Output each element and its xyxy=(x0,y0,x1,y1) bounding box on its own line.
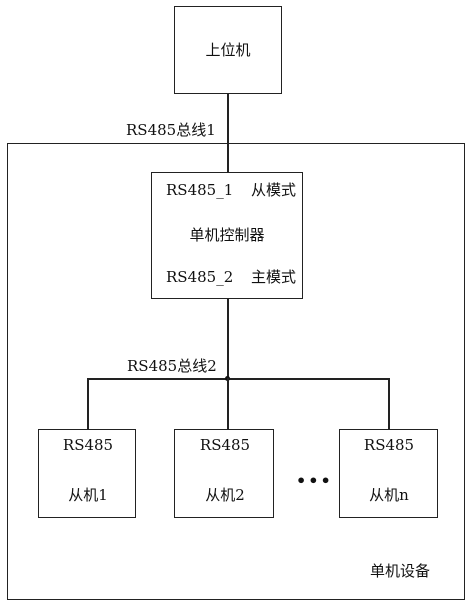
slave1-box xyxy=(38,429,136,518)
slave1-drop-line xyxy=(87,378,89,429)
bus2-trunk-line xyxy=(227,299,229,429)
controller-port1-mode: 从模式 xyxy=(251,181,297,199)
slave2-port: RS485 xyxy=(199,436,251,454)
slave1-port: RS485 xyxy=(62,436,114,454)
slave2-name: 从机2 xyxy=(205,486,245,504)
controller-port2: RS485_2 xyxy=(166,268,234,286)
slave2-box xyxy=(174,429,274,518)
bus1-label: RS485总线1 xyxy=(126,121,216,139)
controller-port2-mode: 主模式 xyxy=(251,268,297,286)
slave2-drop-line xyxy=(227,378,229,429)
controller-port1: RS485_1 xyxy=(166,181,234,199)
host-computer-box xyxy=(174,6,282,94)
slaven-name: 从机n xyxy=(369,486,409,504)
slaven-drop-line xyxy=(388,378,390,429)
slaven-port: RS485 xyxy=(363,436,415,454)
slaven-box xyxy=(339,429,438,518)
controller-name: 单机控制器 xyxy=(189,226,265,244)
bus2-horizontal-line xyxy=(87,378,388,380)
controller-box xyxy=(151,172,303,299)
device-container-label: 单机设备 xyxy=(370,562,431,580)
bus2-label: RS485总线2 xyxy=(127,357,217,375)
slave1-name: 从机1 xyxy=(68,486,108,504)
more-slaves-ellipsis: ••• xyxy=(296,471,333,490)
bus1-line xyxy=(227,94,229,172)
host-computer-label: 上位机 xyxy=(205,41,251,59)
